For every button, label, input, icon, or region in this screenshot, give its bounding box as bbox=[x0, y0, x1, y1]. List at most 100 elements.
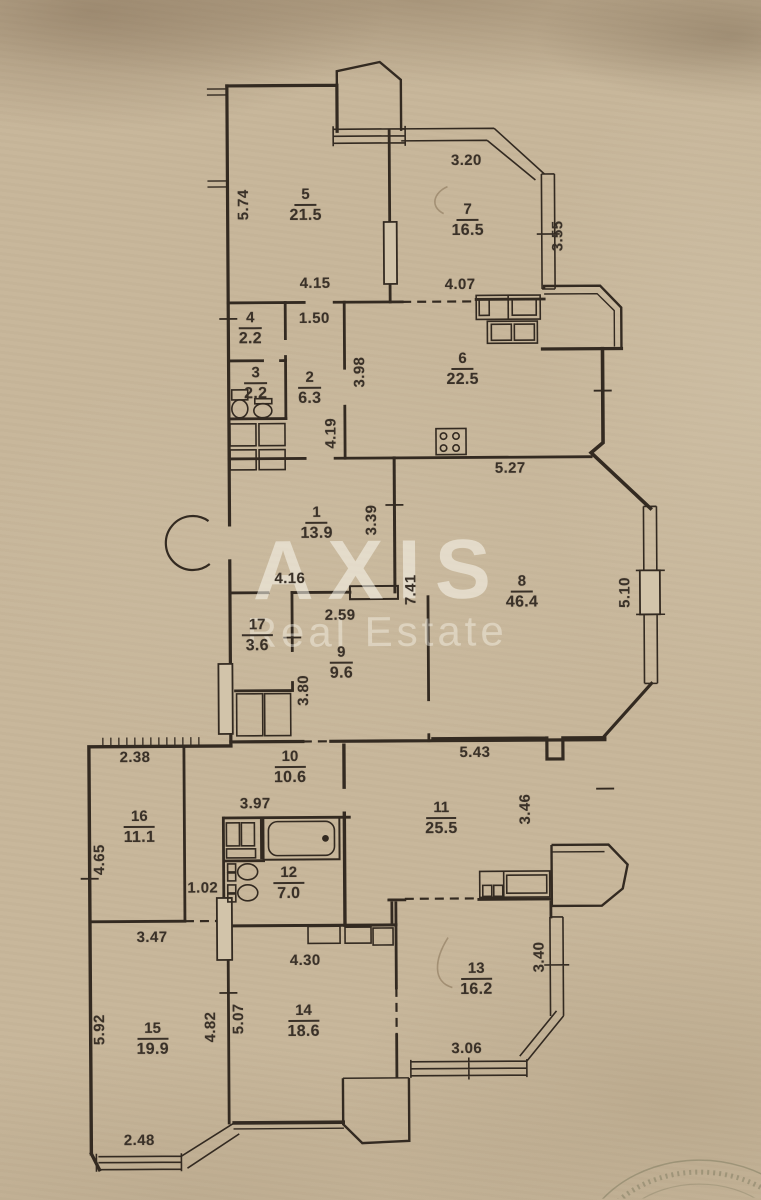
room-area: 7.0 bbox=[277, 884, 301, 902]
room-number: 16 bbox=[123, 808, 155, 828]
room-number: 10 bbox=[274, 748, 306, 768]
dimension-label: 4.65 bbox=[90, 844, 109, 876]
dimension-label: 3.47 bbox=[136, 928, 168, 946]
dimension-label: 5.43 bbox=[459, 743, 491, 762]
room-area: 13.9 bbox=[300, 524, 333, 542]
room-area: 6.3 bbox=[298, 389, 322, 407]
dimension-label: 5.07 bbox=[229, 1003, 248, 1035]
dimension-label: 4.30 bbox=[289, 951, 321, 970]
dimension-label: 3.98 bbox=[351, 356, 369, 388]
room-number: 8 bbox=[510, 573, 534, 593]
dimension-label: 4.15 bbox=[299, 274, 331, 292]
dimension-label: 3.40 bbox=[530, 941, 548, 973]
dimension-label: 4.19 bbox=[322, 417, 340, 449]
stove-icon bbox=[435, 427, 467, 456]
dimension-ticks bbox=[80, 317, 615, 994]
room-area: 22.5 bbox=[446, 370, 479, 388]
dimension-label: 2.48 bbox=[123, 1131, 155, 1150]
dimension-label: 7.41 bbox=[402, 574, 420, 606]
stamp-icon bbox=[576, 1159, 761, 1200]
kitchen-counter-2-icon bbox=[478, 870, 551, 899]
room-area: 21.5 bbox=[289, 206, 322, 224]
dimension-label: 4.16 bbox=[274, 569, 306, 588]
room-number: 7 bbox=[456, 201, 479, 221]
room-area: 3.6 bbox=[245, 636, 269, 655]
room-area: 19.9 bbox=[136, 1040, 169, 1058]
dimension-label: 3.06 bbox=[451, 1039, 483, 1058]
room-area: 2.2 bbox=[244, 384, 268, 403]
dimension-label: 3.46 bbox=[516, 793, 534, 825]
room-area: 2.2 bbox=[238, 329, 263, 348]
room-area: 9.6 bbox=[329, 664, 354, 682]
room-area: 16.5 bbox=[451, 221, 484, 239]
dimension-label: 3.80 bbox=[294, 675, 313, 706]
dimension-label: 4.82 bbox=[202, 1011, 220, 1043]
laundry-units-icon bbox=[229, 422, 287, 471]
bathtub-icon bbox=[262, 816, 341, 861]
entrance-arc-icon bbox=[164, 514, 211, 572]
room-area: 11.1 bbox=[123, 828, 156, 846]
dimension-label: 5.10 bbox=[616, 577, 634, 608]
room-area: 46.4 bbox=[505, 593, 539, 611]
room-number: 9 bbox=[330, 644, 353, 664]
kitchen-counter-3-icon bbox=[307, 925, 394, 946]
room-number: 14 bbox=[288, 1002, 319, 1022]
room-number: 15 bbox=[137, 1020, 169, 1040]
toilet-icon bbox=[230, 389, 273, 419]
room-number: 13 bbox=[460, 960, 492, 980]
room-number: 4 bbox=[239, 309, 262, 330]
dimension-label: 5.92 bbox=[91, 1014, 109, 1046]
dimension-label: 2.38 bbox=[119, 748, 151, 767]
dimension-label: 5.27 bbox=[494, 459, 526, 477]
door-leaves bbox=[215, 220, 661, 961]
dimension-label: 3.55 bbox=[549, 220, 567, 252]
wardrobe-icon bbox=[235, 692, 292, 737]
dimension-label: 5.74 bbox=[234, 189, 253, 221]
room-number: 11 bbox=[426, 799, 457, 819]
dimension-label: 4.07 bbox=[444, 275, 476, 294]
dimension-label: 3.20 bbox=[450, 151, 482, 170]
room-number: 6 bbox=[451, 350, 474, 370]
room-number: 17 bbox=[241, 616, 273, 637]
room-number: 3 bbox=[244, 364, 267, 385]
dimension-label: 1.02 bbox=[187, 879, 219, 897]
room-area: 25.5 bbox=[425, 819, 458, 837]
toilet-bidet-icon bbox=[226, 863, 259, 903]
room-area: 16.2 bbox=[460, 980, 493, 998]
dimension-label: 1.50 bbox=[298, 309, 330, 327]
bathroom-sinks-icon bbox=[225, 821, 257, 859]
room-number: 5 bbox=[294, 186, 317, 206]
kitchen-counter-icon bbox=[475, 294, 542, 345]
room-number: 1 bbox=[305, 504, 328, 524]
room-number: 2 bbox=[298, 369, 321, 389]
dashed-openings bbox=[184, 300, 479, 1035]
room-area: 10.6 bbox=[273, 768, 307, 786]
fixtures bbox=[225, 294, 551, 946]
room-number: 12 bbox=[273, 864, 305, 884]
dimension-label: 3.39 bbox=[362, 504, 381, 536]
dimension-label: 2.59 bbox=[324, 606, 356, 624]
outer-walls bbox=[87, 83, 654, 1173]
railing-hatch bbox=[102, 88, 228, 747]
